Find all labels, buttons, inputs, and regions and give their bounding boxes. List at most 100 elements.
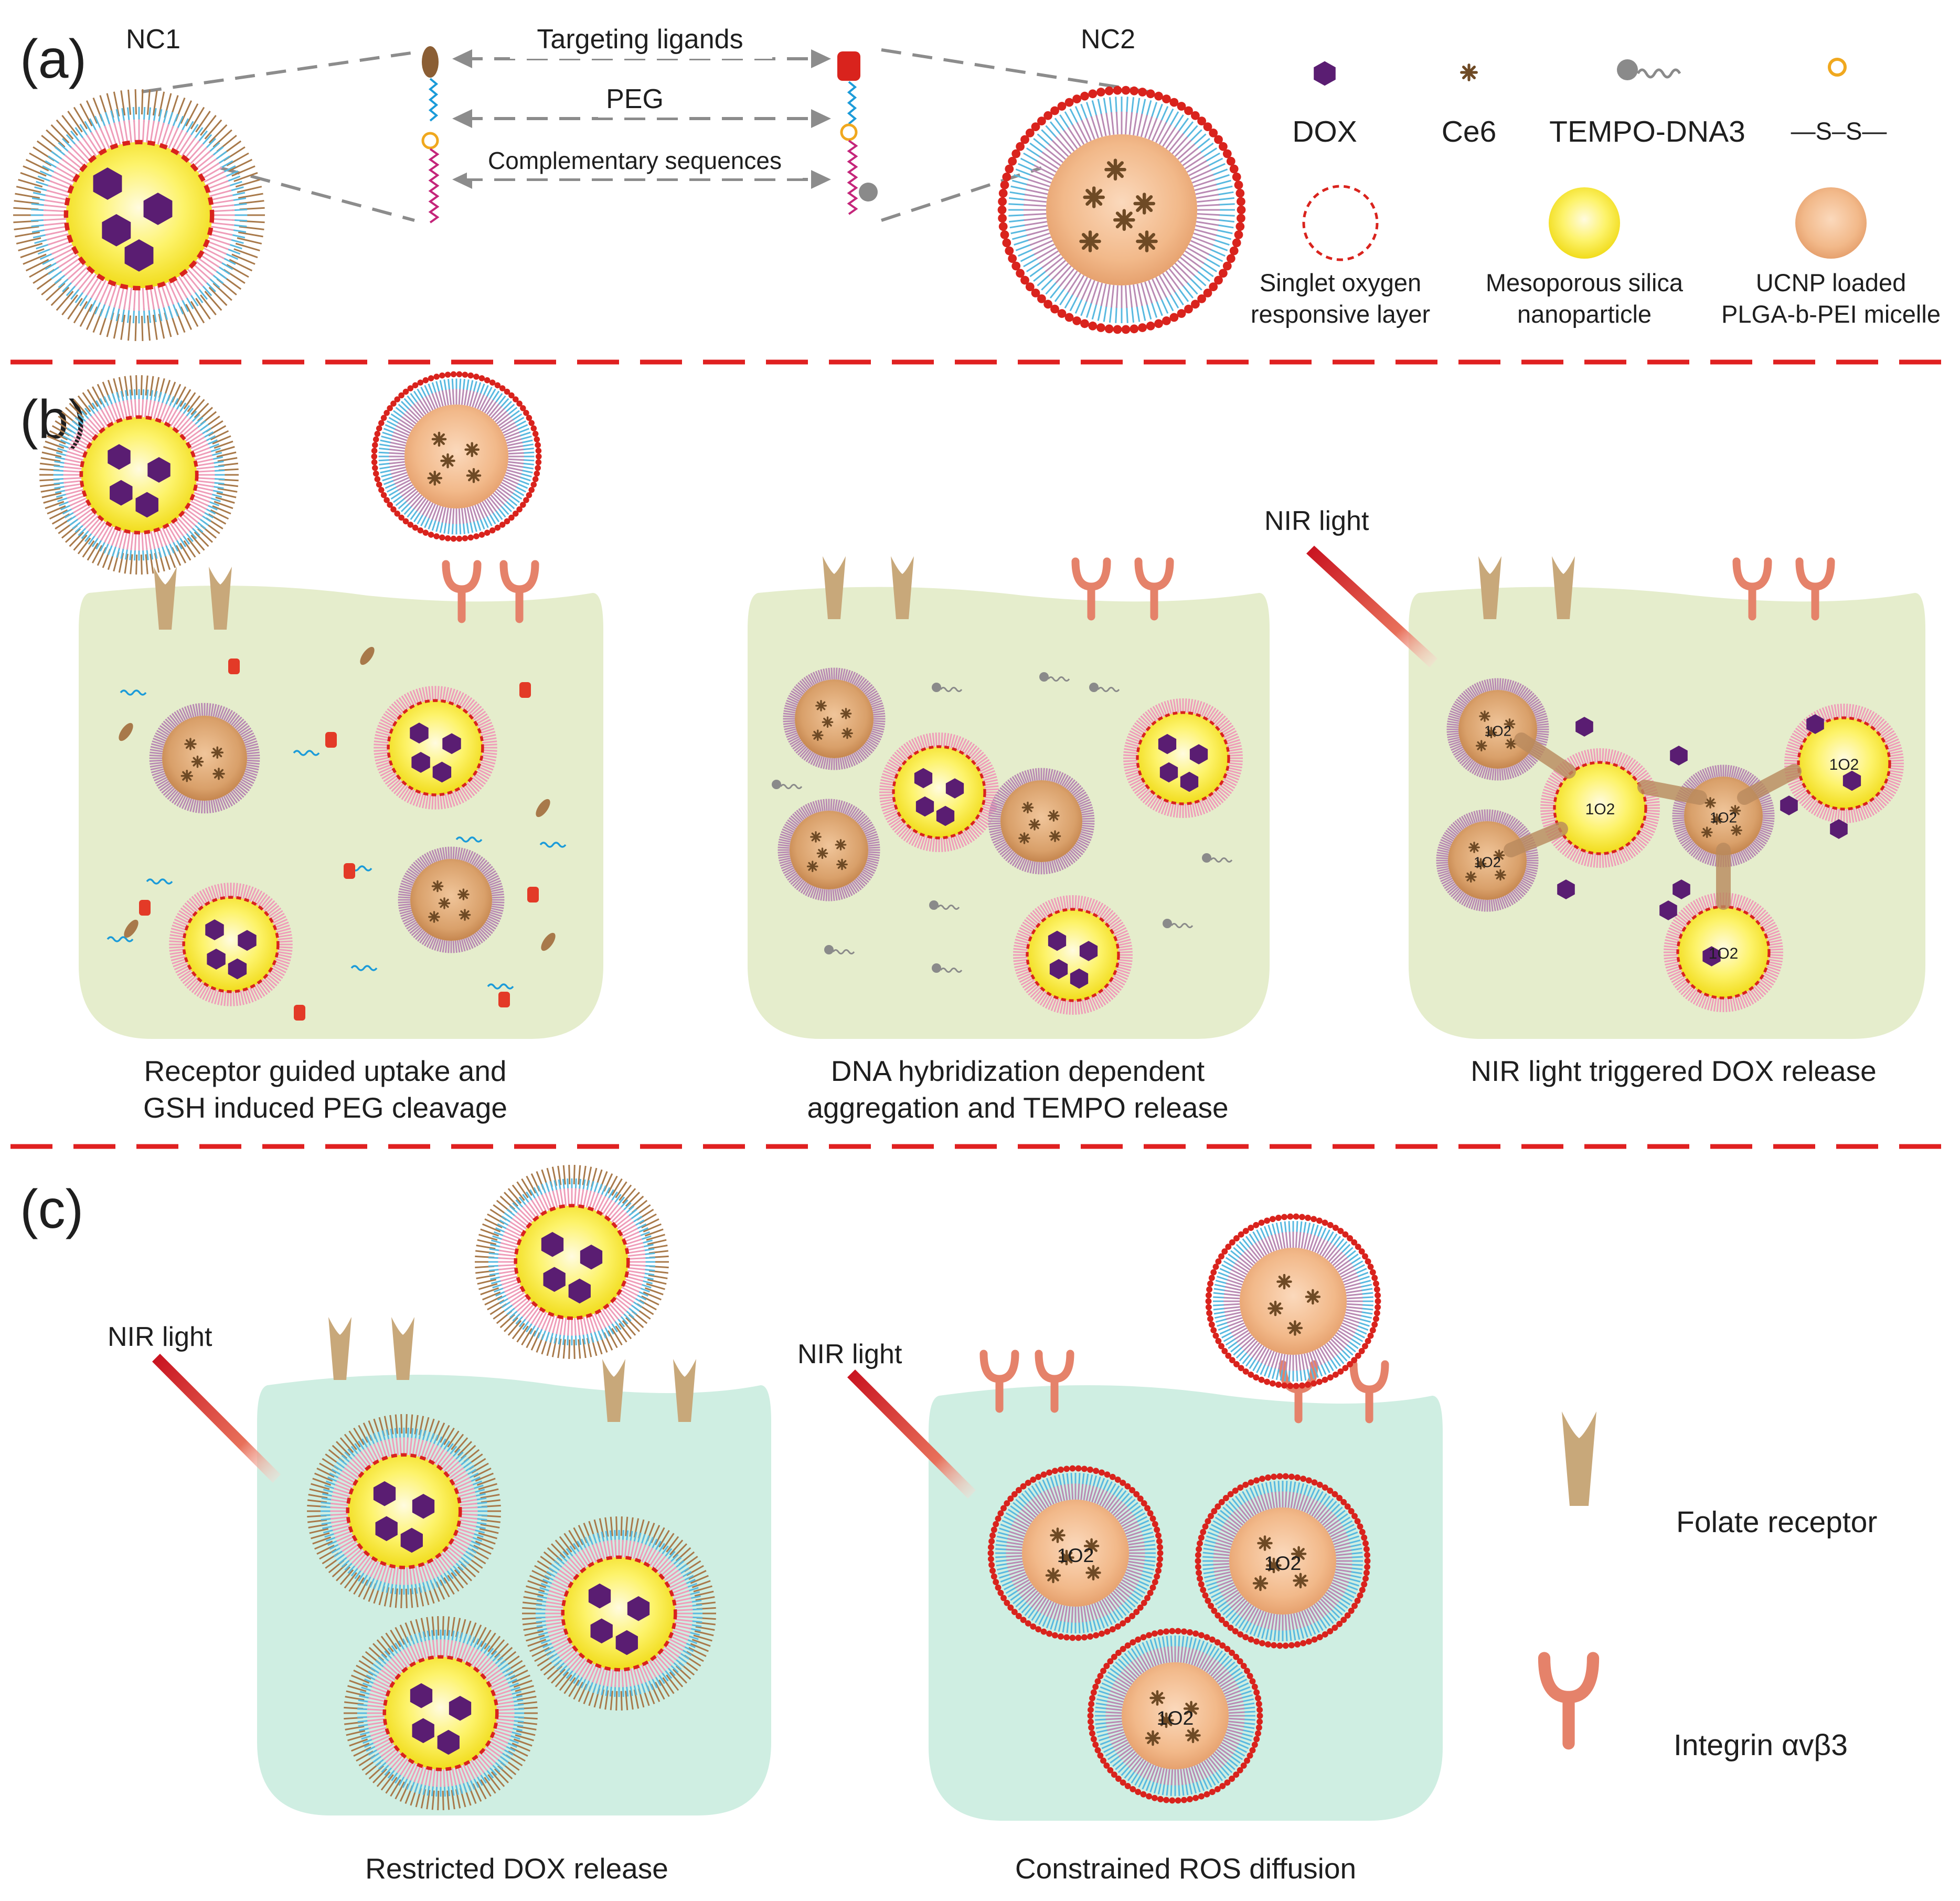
nc1-nanoparticle [879, 732, 999, 852]
nc2-particle [997, 86, 1246, 334]
legend-ce6-label: Ce6 [1442, 115, 1497, 148]
nir-light-label: NIR light [1264, 506, 1369, 536]
ce6-icon [1021, 801, 1034, 814]
folate-receptor-icon [328, 1317, 351, 1380]
ce6-icon [191, 756, 204, 768]
ce6-icon [1479, 710, 1490, 722]
svg-text:1O2: 1O2 [1484, 723, 1511, 739]
ce6-icon [1106, 161, 1124, 179]
nc1-nanoparticle [522, 1516, 716, 1711]
ce6-icon [1135, 194, 1154, 213]
nir-laser-beam-c2 [847, 1369, 976, 1499]
ce6-icon [438, 897, 451, 909]
panel-a-label: (a) [20, 29, 87, 90]
caption-c1: Restricted DOX release [365, 1852, 668, 1885]
nc2-nanoparticle: 1O2 [987, 1465, 1164, 1641]
ce6-icon [1495, 869, 1506, 881]
ce6-icon [1278, 1275, 1291, 1288]
ce6-icon [1294, 1574, 1307, 1587]
nc2-nanoparticle: 1O2 [1446, 678, 1549, 781]
ce6-icon [822, 716, 834, 728]
svg-text:1O2: 1O2 [1264, 1552, 1302, 1574]
nc1-nanoparticle: 1O2 [1664, 893, 1783, 1012]
ce6-icon [1254, 1577, 1267, 1590]
ce6-icon [1085, 188, 1103, 206]
ce6-icon [1705, 797, 1716, 809]
nir-laser-beam-c1 [152, 1354, 281, 1483]
nc2-nanoparticle [371, 371, 542, 542]
nc2-nanoparticle: 1O2 [1436, 809, 1539, 912]
nc2-nanoparticle [149, 703, 260, 814]
ce6-icon [1051, 1529, 1064, 1542]
ros-arrows [1504, 732, 1802, 910]
svg-text:1O2: 1O2 [1709, 945, 1739, 962]
ce6-icon [1028, 819, 1041, 831]
legend-ss-label: —S–S— [1791, 117, 1887, 145]
ce6-icon [841, 727, 853, 739]
ce6-icon [1187, 1729, 1200, 1742]
legend-silica-line1: Mesoporous silica [1486, 269, 1684, 296]
silica-nanoparticle-icon [1549, 187, 1620, 259]
ce6-icon [815, 700, 827, 711]
ce6-icon [1475, 740, 1487, 752]
nc1-nanoparticle [344, 1616, 538, 1810]
caption-b1-line1: Receptor guided uptake and [144, 1055, 506, 1087]
svg-text:1O2: 1O2 [1710, 810, 1737, 826]
ce6-icon [1018, 832, 1030, 844]
caption-b2-line1: DNA hybridization dependent [831, 1055, 1205, 1087]
nc2-strand [837, 51, 878, 215]
ce6-icon [1701, 826, 1713, 838]
ce6-icon [1259, 1537, 1272, 1550]
ce6-icon [812, 729, 824, 741]
svg-text:1O2: 1O2 [1157, 1707, 1194, 1729]
cell-b1 [79, 586, 603, 1039]
ce6-icon [1146, 1732, 1159, 1745]
ce6-icon [1137, 232, 1156, 250]
particles-c: 1O2 1O2 1O2 [307, 1165, 1381, 1810]
ce6-icon [1288, 1322, 1302, 1335]
panel-c-label: (c) [20, 1179, 83, 1240]
dox-icon [1314, 61, 1336, 86]
ucnp-micelle-icon [1795, 187, 1867, 259]
ce6-icon [1306, 1290, 1319, 1303]
ce6-icon [840, 708, 852, 719]
nc2-nanoparticle: 1O2 [1087, 1628, 1263, 1804]
nc2-nanoparticle: 1O2 [1195, 1473, 1371, 1649]
svg-text:1O2: 1O2 [1474, 854, 1501, 870]
tempo-dna-icon [1617, 59, 1681, 80]
ce6-icon [810, 831, 822, 843]
ce6-icon [428, 911, 440, 923]
nc2-nanoparticle [398, 846, 505, 953]
nc1-nanoparticle [475, 1165, 669, 1359]
nc1-strand [421, 46, 440, 224]
folate-receptor-icon [391, 1317, 414, 1380]
ce6-icon [1269, 1302, 1282, 1315]
nc2-nanoparticle [1205, 1213, 1381, 1389]
nc1-particle [13, 89, 265, 341]
integrin-legend-icon [1544, 1658, 1593, 1744]
caption-b1-line2: GSH induced PEG cleavage [143, 1091, 507, 1124]
nc1-nanoparticle [1013, 895, 1133, 1015]
legend-tempo-label: TEMPO-DNA3 [1549, 115, 1745, 148]
ce6-icon [457, 888, 470, 900]
nc1-nanoparticle: 1O2 [1540, 748, 1660, 868]
ce6-icon [1047, 1569, 1060, 1582]
nc2-nanoparticle [997, 86, 1246, 334]
ce6-icon [1081, 232, 1099, 250]
complementary-sequences-label: Complementary sequences [488, 147, 782, 174]
ce6-icon [211, 746, 223, 759]
nir-light-label-c2: NIR light [797, 1339, 902, 1369]
ce6-icon [431, 880, 444, 893]
nc2-label: NC2 [1081, 24, 1135, 55]
ce6-icon [1115, 211, 1133, 229]
legend-ucnp-line1: UCNP loaded [1756, 269, 1906, 296]
targeting-ligands-label: Targeting ligands [537, 24, 743, 55]
ce6-icon [806, 861, 818, 873]
ce6-icon [459, 909, 471, 921]
ce6-icon [180, 770, 193, 782]
ce6-icon [184, 738, 197, 750]
ce6-icon [1048, 810, 1060, 822]
nc1-nanoparticle [13, 89, 265, 341]
ce6-icon [441, 454, 454, 467]
